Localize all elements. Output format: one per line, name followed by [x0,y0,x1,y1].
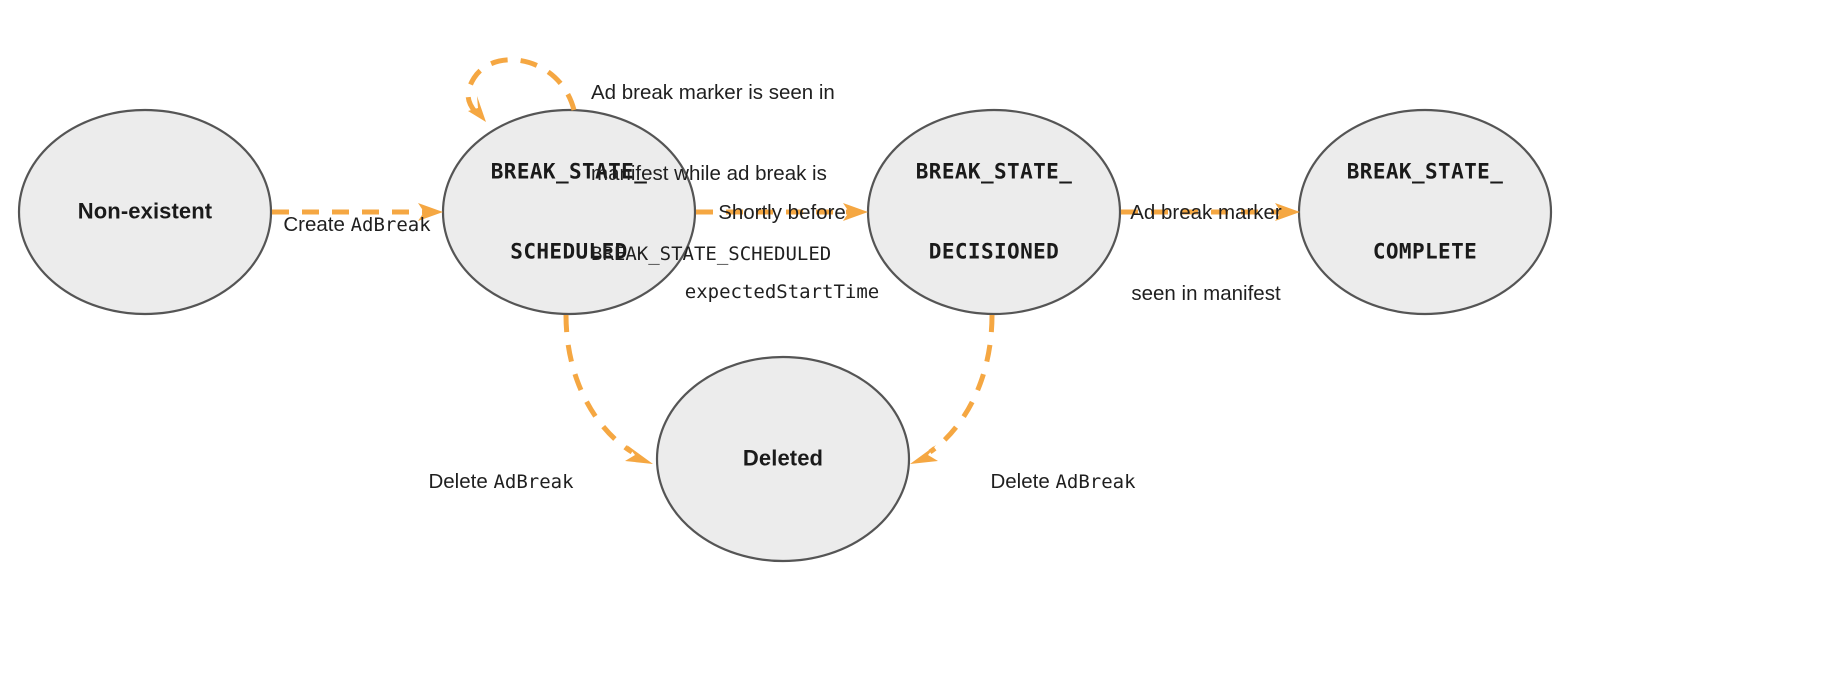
edge-label-delete-adbreak-from-decisioned: Delete AdBreak [990,469,1136,493]
nodes-layer [17,108,1553,563]
edge-delete-adbreak-from-decisioned [910,314,995,464]
arrow-head-icon [910,445,938,464]
node-non-existent[interactable] [17,108,273,316]
node-deleted[interactable] [655,355,911,563]
node-label-break-state-complete: BREAK_STATE_ COMPLETE [1346,159,1504,264]
edge-delete-adbreak-from-scheduled [563,314,653,464]
edge-label-shortly-before-expected-start-time: Shortly before expectedStartTime [684,200,880,304]
arrow-head-icon [1275,203,1300,221]
edge-label-delete-adbreak-from-scheduled: Delete AdBreak [428,469,574,493]
arrow-head-icon [625,445,653,464]
edge-label-scheduled-self-loop: Ad break marker is seen in manifest whil… [591,80,835,266]
node-label-non-existent: Non-existent [77,198,213,224]
node-label-break-state-decisioned: BREAK_STATE_ DECISIONED [915,159,1073,264]
arrow-head-icon [418,203,443,221]
edge-ad-break-marker-seen-in-manifest [1121,203,1300,221]
node-label-deleted: Deleted [742,445,824,471]
edges-layer [272,57,1300,464]
edge-scheduled-self-loop [465,57,577,122]
arrow-head-icon [843,203,868,221]
arrow-head-icon [468,96,486,122]
edge-create-adbreak [272,203,443,221]
edge-shortly-before-expected-start-time [696,203,868,221]
edge-label-create-adbreak: Create AdBreak [283,212,431,236]
node-label-break-state-scheduled: BREAK_STATE_ SCHEDULED [490,159,648,264]
edge-label-ad-break-marker-seen-in-manifest: Ad break marker seen in manifest [1130,200,1282,306]
